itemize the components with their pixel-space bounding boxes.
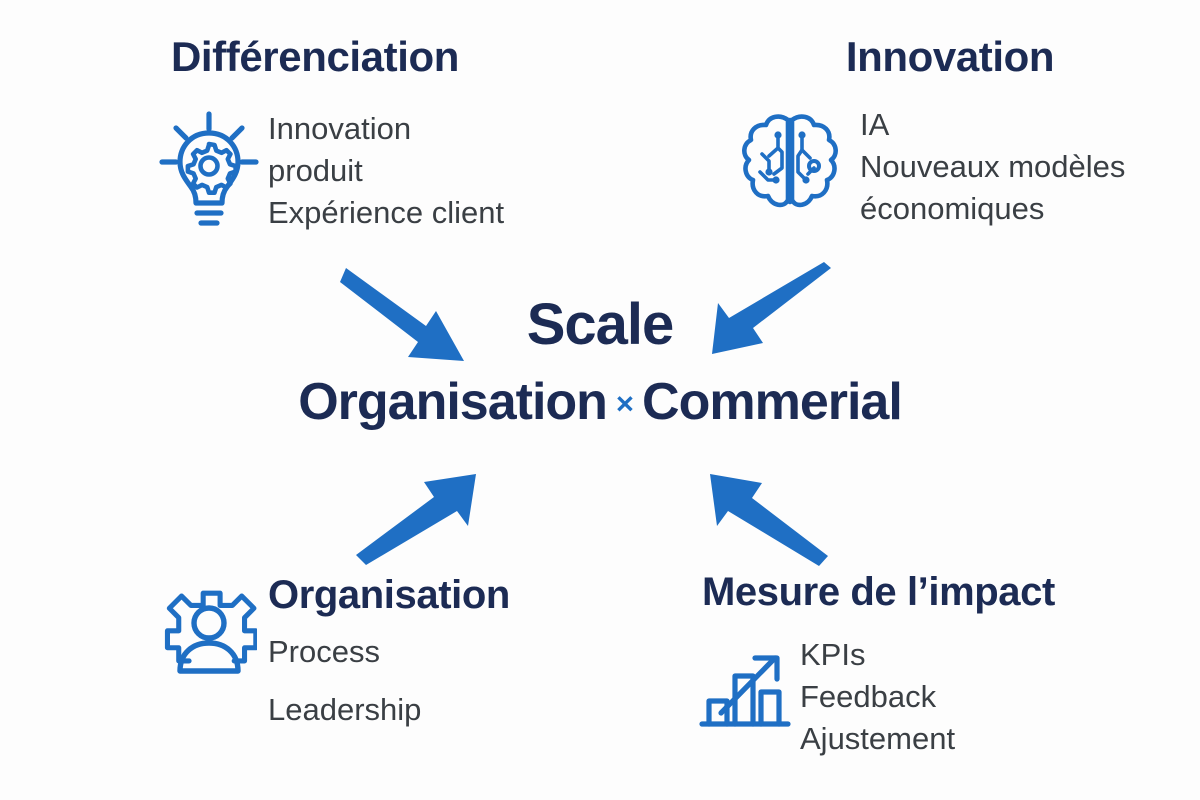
text-line: IA	[860, 107, 890, 142]
arrow-top-left-to-center	[340, 268, 464, 361]
quadrant-mesure-impact-text: KPIs Feedback Ajustement	[800, 634, 955, 760]
lightbulb-gear-icon	[150, 106, 268, 238]
bar-chart-growth-icon	[690, 634, 800, 732]
text-line: produit	[268, 153, 363, 189]
quadrant-innovation-content: IA Nouveaux modèles économiques	[720, 104, 1190, 230]
center-title: Scale	[526, 292, 675, 357]
multiply-icon: ×	[615, 386, 634, 421]
text-line: KPIs	[800, 637, 866, 672]
brain-circuit-icon	[720, 104, 860, 220]
center-block: Scale Organisation×Commerial	[0, 292, 1200, 429]
arrow-bottom-right-to-center	[710, 474, 828, 566]
quadrant-differenciation-heading: Différenciation	[170, 33, 460, 80]
quadrant-organisation: Organisation Process Leadership	[150, 573, 600, 731]
quadrant-differenciation-text: Innovation produit Expérience client	[268, 106, 504, 234]
text-line: Expérience client	[268, 195, 505, 231]
center-formula-left: Organisation	[298, 373, 608, 431]
quadrant-innovation: Innovation	[720, 36, 1190, 230]
center-formula: Organisation×Commerial	[0, 376, 1200, 428]
quadrant-innovation-text: IA Nouveaux modèles économiques	[860, 104, 1125, 230]
gear-person-icon	[150, 573, 268, 681]
text-line: Feedback	[800, 679, 937, 715]
quadrant-organisation-heading: Organisation	[268, 573, 510, 617]
text-line: Nouveaux modèles	[860, 149, 1126, 185]
quadrant-differenciation: Différenciation	[150, 36, 590, 238]
text-line: Process	[268, 634, 380, 669]
quadrant-innovation-heading: Innovation	[845, 33, 1055, 80]
text-line: Leadership	[268, 692, 422, 728]
text-line: économiques	[860, 191, 1045, 227]
text-line: Ajustement	[800, 721, 956, 757]
quadrant-mesure-impact: Mesure de l’impact KPIs Feedback	[690, 572, 1170, 760]
quadrant-mesure-impact-heading: Mesure de l’impact	[702, 570, 1055, 614]
quadrant-organisation-content: Organisation Process Leadership	[150, 573, 600, 731]
arrow-bottom-left-to-center	[356, 474, 476, 565]
quadrant-mesure-impact-content: KPIs Feedback Ajustement	[690, 634, 1170, 760]
text-line: Innovation	[268, 111, 412, 146]
center-formula-right: Commerial	[642, 373, 903, 431]
arrow-top-right-to-center	[712, 262, 831, 354]
quadrant-organisation-text: Organisation Process Leadership	[268, 573, 510, 731]
quadrant-differenciation-content: Innovation produit Expérience client	[150, 106, 590, 238]
